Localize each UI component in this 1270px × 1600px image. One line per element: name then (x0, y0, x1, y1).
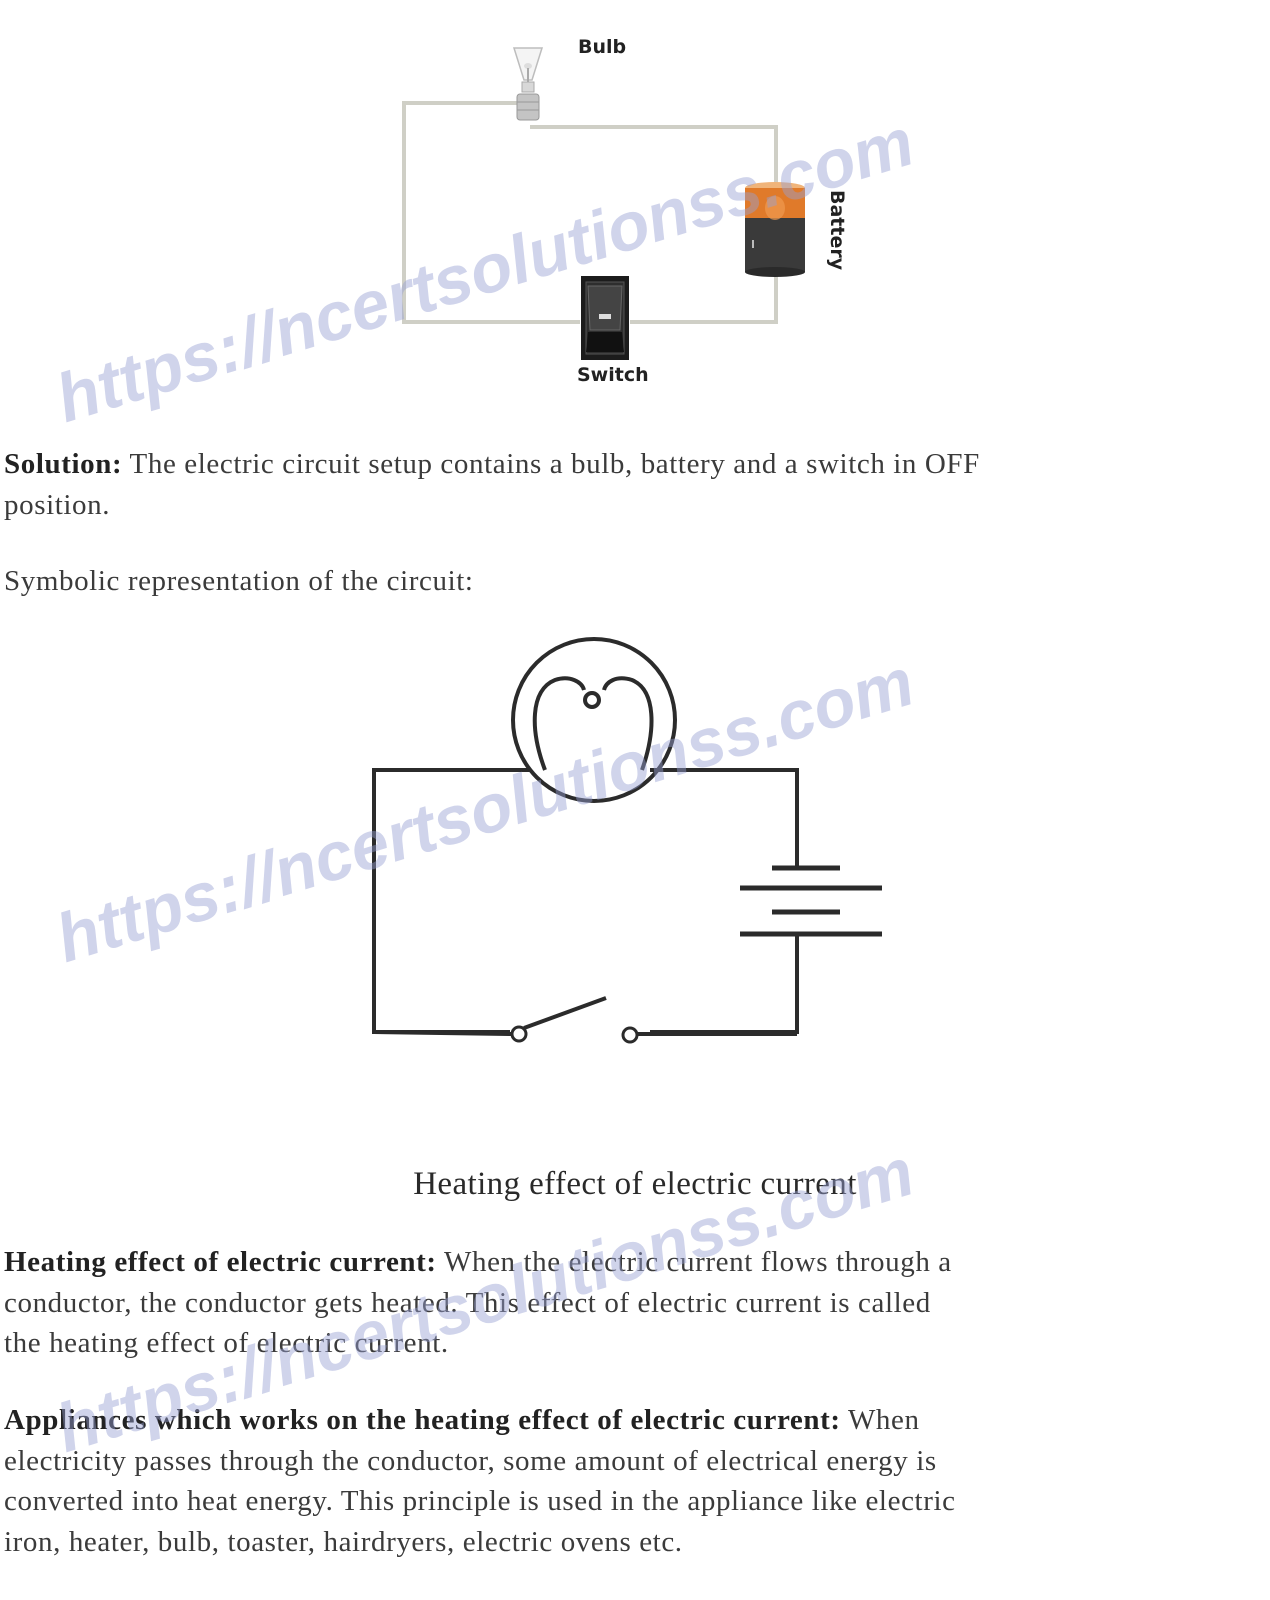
solution-line-1: Solution: The electric circuit setup con… (4, 448, 980, 480)
appliances-paragraph: Appliances which works on the heating ef… (4, 1400, 1264, 1562)
appliances-line-1: Appliances which works on the heating ef… (4, 1404, 920, 1436)
appliances-line-2: electricity passes through the conductor… (4, 1444, 937, 1477)
switch-label: Switch (577, 364, 649, 386)
solution-label: Solution: (4, 448, 123, 480)
battery-icon (742, 180, 808, 278)
pictorial-circuit-diagram: Bulb Battery Switch (380, 0, 860, 400)
heating-label: Heating effect of electric current: (4, 1246, 437, 1278)
bulb-label: Bulb (578, 36, 627, 58)
symbolic-circuit-diagram (360, 620, 890, 1060)
appliances-line-3: converted into heat energy. This princip… (4, 1485, 956, 1517)
battery-label: Battery (826, 190, 848, 271)
switch-icon (580, 276, 630, 360)
open-switch-symbol-icon (373, 996, 797, 1044)
solution-line-2: position. (4, 488, 111, 521)
appliances-label: Appliances which works on the heating ef… (4, 1404, 841, 1436)
section-heading: Heating effect of electric current (413, 1166, 857, 1202)
bulb-symbol-icon (511, 637, 677, 803)
heating-line-2: conductor, the conductor gets heated. Th… (4, 1286, 931, 1319)
solution-paragraph: Solution: The electric circuit setup con… (4, 444, 1264, 525)
battery-symbol-icon (740, 865, 882, 937)
bulb-icon (508, 44, 548, 128)
heating-line-1: Heating effect of electric current: When… (4, 1246, 952, 1278)
heating-line-3: the heating effect of electric current. (4, 1327, 449, 1359)
symbolic-intro: Symbolic representation of the circuit: (4, 565, 474, 597)
heating-effect-paragraph: Heating effect of electric current: When… (4, 1242, 1264, 1364)
appliances-line-4: iron, heater, bulb, toaster, hairdryers,… (4, 1525, 683, 1558)
circuit-wires (402, 101, 778, 324)
